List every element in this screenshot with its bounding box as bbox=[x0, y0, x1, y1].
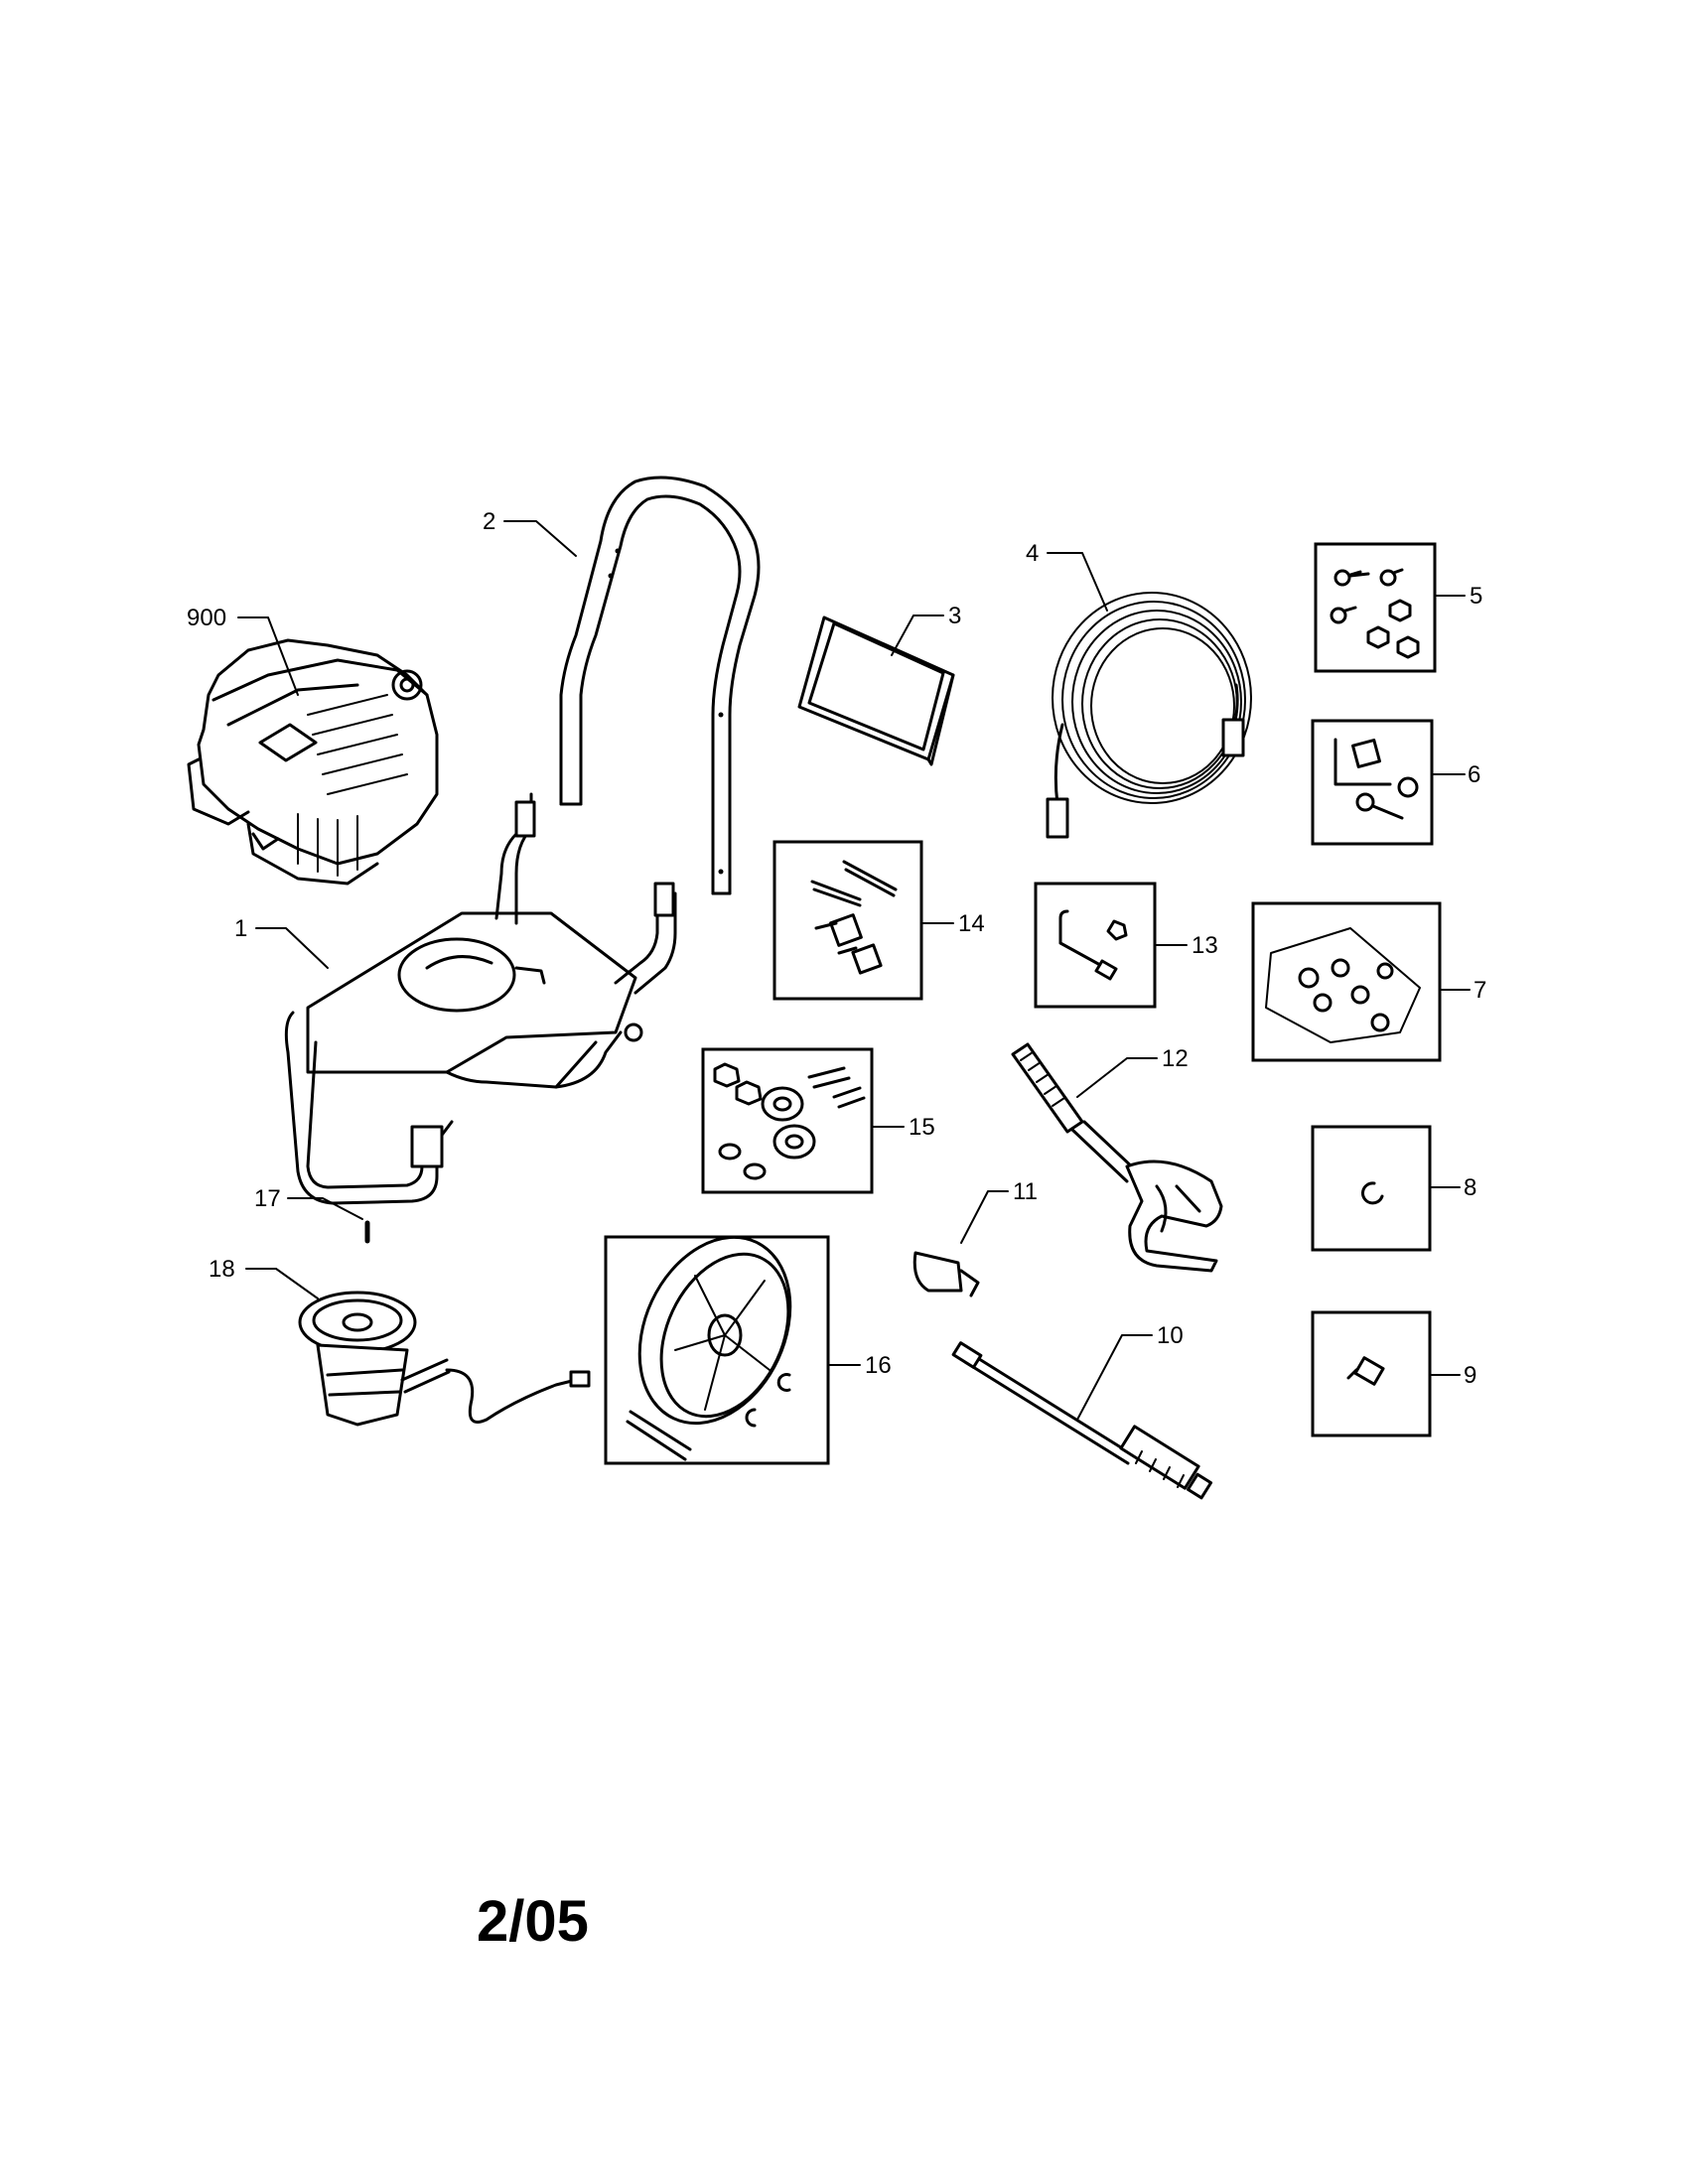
part-18-pump bbox=[298, 1291, 591, 1427]
callout-18: 18 bbox=[209, 1256, 235, 1283]
part-16-wheel bbox=[604, 1235, 830, 1465]
callout-1: 1 bbox=[234, 915, 247, 942]
callout-9: 9 bbox=[1464, 1362, 1476, 1389]
part-9-fitting bbox=[1311, 1310, 1432, 1437]
part-12-spray-gun bbox=[1011, 1042, 1223, 1273]
callout-2: 2 bbox=[483, 508, 495, 535]
part-13-hardware-kit bbox=[1034, 882, 1157, 1009]
callout-900: 900 bbox=[187, 605, 226, 631]
part-5-hardware-kit bbox=[1314, 542, 1437, 673]
part-2-handle bbox=[559, 476, 761, 895]
callout-14: 14 bbox=[958, 910, 985, 937]
callout-4: 4 bbox=[1026, 540, 1039, 567]
part-8-clip bbox=[1311, 1125, 1432, 1252]
callout-11: 11 bbox=[1013, 1178, 1038, 1205]
part-900-engine bbox=[187, 638, 439, 886]
date-code: 2/05 bbox=[477, 1889, 589, 1954]
part-3-panel bbox=[797, 615, 955, 766]
callout-3: 3 bbox=[948, 603, 961, 629]
callout-17: 17 bbox=[254, 1185, 281, 1212]
part-1-frame bbox=[284, 792, 677, 1205]
callout-labels: 900 1 2 3 4 5 6 7 8 9 10 11 12 13 14 15 … bbox=[187, 508, 1486, 1389]
callout-8: 8 bbox=[1464, 1174, 1476, 1201]
part-7-fittings-bag bbox=[1251, 901, 1442, 1062]
part-14-hardware-kit bbox=[772, 840, 923, 1001]
leader-lines bbox=[237, 520, 1471, 1421]
callout-16: 16 bbox=[865, 1352, 892, 1379]
callout-10: 10 bbox=[1157, 1322, 1184, 1349]
callout-7: 7 bbox=[1474, 977, 1486, 1004]
callout-12: 12 bbox=[1162, 1045, 1189, 1072]
part-6-hardware-kit bbox=[1311, 719, 1434, 846]
part-15-wheel-hardware bbox=[701, 1047, 874, 1194]
callout-13: 13 bbox=[1192, 932, 1218, 959]
callout-6: 6 bbox=[1468, 761, 1480, 788]
callout-15: 15 bbox=[909, 1114, 935, 1141]
callout-5: 5 bbox=[1470, 583, 1482, 610]
part-11-nozzle bbox=[912, 1251, 980, 1297]
part-10-wand bbox=[951, 1341, 1213, 1500]
part-4-hose bbox=[1046, 592, 1252, 839]
